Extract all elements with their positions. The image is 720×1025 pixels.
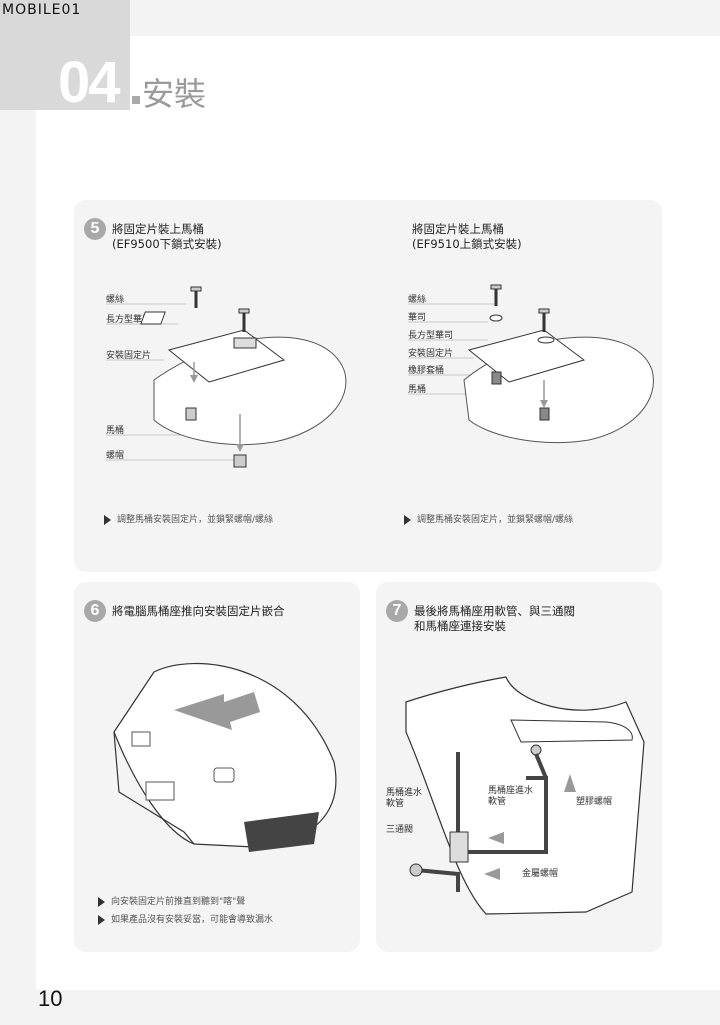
brand-logo: MOBILE01	[2, 2, 82, 18]
step5-right-label-screw: 螺絲	[408, 295, 427, 305]
left-margin-strip	[0, 0, 36, 1025]
step5-right-label-rect-washer: 長方型華司	[408, 331, 454, 341]
section-header-block: MOBILE01	[0, 0, 130, 110]
step5-right-label-bracket: 安裝固定片	[408, 349, 454, 359]
step5-left-title: 將固定片裝上馬桶 (EF9500下鎖式安裝)	[112, 222, 222, 251]
step5-left-illustration	[106, 286, 347, 468]
bullet-triangle-icon	[98, 896, 105, 907]
step6-note-1-text: 向安裝固定片前推直到聽到"喀"聲	[111, 897, 246, 907]
section-title: 安裝	[142, 75, 207, 113]
step7-label-toilet-inlet: 馬桶進水 軟管	[386, 788, 423, 809]
step5-left-label-nut: 螺帽	[106, 451, 125, 461]
step5-left-label-screw: 螺絲	[106, 295, 125, 305]
bottom-bar	[0, 990, 720, 1025]
bullet-triangle-icon	[98, 914, 105, 925]
step5-right-note: 調整馬桶安裝固定片，並鎖緊螺帽/螺絲	[404, 512, 573, 525]
step7-number-badge: 7	[386, 600, 408, 622]
step7-label-seat-inlet: 馬桶座進水 軟管	[488, 786, 534, 807]
step7-label-plastic-nut: 塑膠螺帽	[576, 797, 613, 807]
step7-label-metal-nut: 金屬螺帽	[522, 869, 559, 879]
step5-right-label-washer: 華司	[408, 313, 427, 323]
step6-note-1: 向安裝固定片前推直到聽到"喀"聲	[98, 894, 245, 907]
section-dot	[132, 96, 140, 104]
step5-left-label-rect-washer: 長方型華司	[106, 315, 152, 325]
step6-number-badge: 6	[84, 600, 106, 622]
step5-left-note: 調整馬桶安裝固定片，並鎖緊螺帽/螺絲	[104, 512, 273, 525]
page-number: 10	[38, 986, 63, 1011]
step5-panel: 5 將固定片裝上馬桶 (EF9500下鎖式安裝) 將固定片裝上馬桶 (EF951…	[74, 200, 662, 572]
bullet-triangle-icon	[404, 514, 411, 525]
step6-panel: 6 將電腦馬桶座推向安裝固定片嵌合 向安裝固定片前推直到聽到"喀"聲 如果產品沒…	[74, 582, 360, 952]
step5-right-note-text: 調整馬桶安裝固定片，並鎖緊螺帽/螺絲	[417, 515, 574, 525]
step5-right-label-toilet: 馬桶	[408, 385, 427, 395]
step5-number-badge: 5	[84, 218, 106, 240]
step5-left-note-text: 調整馬桶安裝固定片，並鎖緊螺帽/螺絲	[117, 515, 274, 525]
step6-note-2: 如果產品沒有安裝妥當，可能會導致漏水	[98, 912, 273, 925]
step7-panel: 7 最後將馬桶座用軟管、與三通閥 和馬桶座連接安裝 馬桶進水 軟管 馬桶座進水 …	[376, 582, 662, 952]
step6-note-2-text: 如果產品沒有安裝妥當，可能會導致漏水	[111, 915, 274, 925]
step7-title: 最後將馬桶座用軟管、與三通閥 和馬桶座連接安裝	[414, 604, 575, 633]
step6-illustration	[113, 662, 337, 852]
step5-right-title: 將固定片裝上馬桶 (EF9510上鎖式安裝)	[412, 222, 522, 251]
section-number: 04	[58, 50, 120, 115]
step5-right-label-rubber-sleeve: 橡膠套桶	[408, 366, 445, 376]
step7-illustration	[405, 676, 645, 915]
step5-left-label-bracket: 安裝固定片	[106, 351, 152, 361]
step6-title: 將電腦馬桶座推向安裝固定片嵌合	[112, 604, 285, 618]
bullet-triangle-icon	[104, 514, 111, 525]
step5-left-label-toilet: 馬桶	[106, 426, 125, 436]
step7-label-tee-valve: 三通閥	[386, 825, 414, 835]
step5-right-illustration	[408, 284, 654, 443]
